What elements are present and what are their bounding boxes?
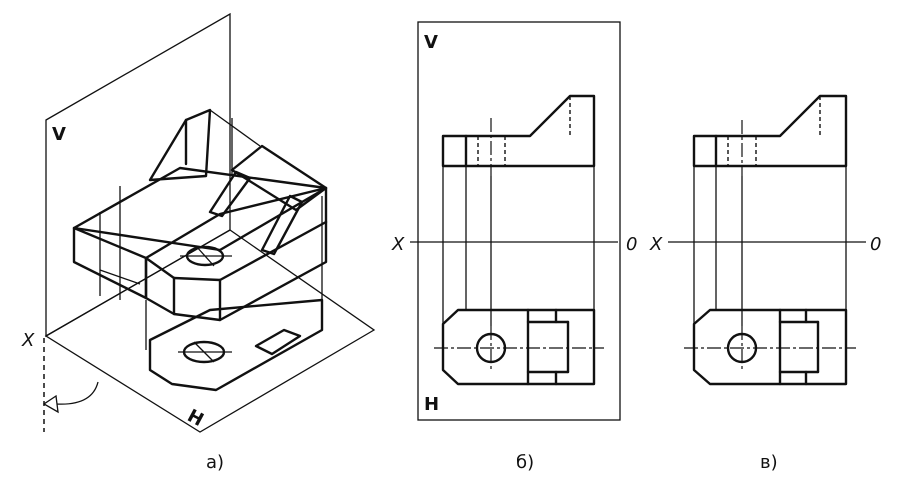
fig-a-caption: а) bbox=[206, 452, 224, 473]
fig-a-label-v: V bbox=[52, 124, 66, 145]
fig-c-label-x: X bbox=[649, 234, 663, 255]
figure-c-projections: X 0 в) bbox=[649, 94, 881, 473]
fig-c-top-view bbox=[684, 308, 856, 386]
fig-b-link-lines bbox=[442, 166, 595, 326]
fig-a-label-x: X bbox=[21, 330, 35, 351]
fig-c-front-view bbox=[692, 94, 848, 176]
figure-a-isometric: V X H а) bbox=[21, 12, 376, 473]
fig-b-label-x: X bbox=[391, 234, 405, 255]
fig-b-label-0: 0 bbox=[626, 234, 637, 255]
vertical-plane-v bbox=[45, 12, 231, 338]
fig-b-label-v: V bbox=[424, 32, 438, 53]
rotation-arrowhead bbox=[42, 394, 59, 414]
figure-b-projections-framed: V X 0 H б) bbox=[391, 21, 637, 473]
fig-b-front-view bbox=[441, 94, 596, 176]
horizontal-plane-h bbox=[44, 229, 376, 433]
fig-c-caption: в) bbox=[760, 452, 778, 473]
fig-b-caption: б) bbox=[516, 452, 534, 473]
isometric-object bbox=[72, 108, 328, 350]
fig-b-frame bbox=[417, 21, 621, 421]
fig-c-label-0: 0 bbox=[870, 234, 881, 255]
fig-c-link-lines bbox=[693, 166, 847, 326]
rotation-arrow bbox=[55, 381, 99, 405]
fig-a-label-h: H bbox=[184, 405, 207, 431]
fig-b-top-view bbox=[434, 308, 604, 386]
fig-b-label-h: H bbox=[424, 394, 439, 415]
isometric-h-projection bbox=[148, 298, 324, 392]
